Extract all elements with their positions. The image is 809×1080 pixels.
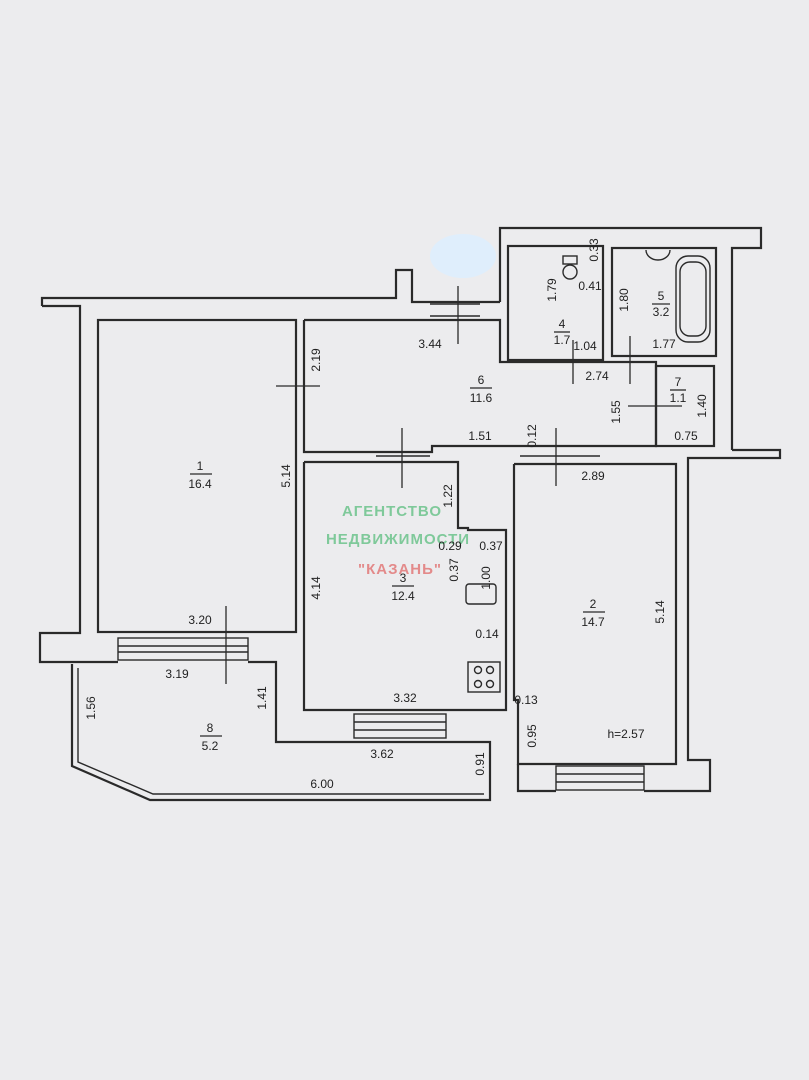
dim-1-04: 1.04 [573, 339, 597, 353]
room-2-area: 14.7 [581, 615, 605, 629]
room-3-outline [302, 460, 508, 712]
dim-2-89: 2.89 [581, 469, 605, 483]
watermark: АГЕНТСТВО НЕДВИЖИМОСТИ "КАЗАНЬ" [326, 503, 470, 578]
dim-2-74: 2.74 [585, 369, 609, 383]
watermark-line1: АГЕНТСТВО [342, 503, 442, 520]
room-5-outline [610, 246, 718, 358]
room-7-area: 1.1 [670, 391, 687, 405]
stove-icon [467, 661, 501, 693]
dim-0-14: 0.14 [475, 627, 499, 641]
outer-walls [38, 226, 782, 802]
room-4-number: 4 [559, 317, 566, 331]
dim-0-29: 0.29 [438, 539, 462, 553]
dim-1-51: 1.51 [468, 429, 492, 443]
dim-0-41: 0.41 [578, 279, 602, 293]
room-3-area: 12.4 [391, 589, 415, 603]
dimension-labels: 3.44 3.20 3.19 3.62 6.00 0.41 1.04 1.77 … [84, 238, 709, 791]
ceiling-height: h=2.57 [607, 727, 644, 741]
fixtures [465, 249, 711, 693]
dim-1-79: 1.79 [545, 278, 559, 302]
dim-1-55: 1.55 [609, 400, 623, 424]
room-6-number: 6 [478, 373, 485, 387]
room-4-outline [506, 244, 605, 362]
room-1-number: 1 [197, 459, 204, 473]
dim-0-91: 0.91 [473, 752, 487, 776]
dim-3-44: 3.44 [418, 337, 442, 351]
room-3-number: 3 [400, 571, 407, 585]
watermark-line2: НЕДВИЖИМОСТИ [326, 531, 470, 548]
room-4-area: 1.7 [554, 333, 571, 347]
blue-smudge [430, 234, 496, 278]
bathtub-icon [675, 255, 711, 343]
room-2-number: 2 [590, 597, 597, 611]
windows [117, 303, 645, 791]
dim-2-19: 2.19 [309, 348, 323, 372]
dim-1-80: 1.80 [617, 288, 631, 312]
room-6-area: 11.6 [470, 391, 493, 405]
dim-1-00: 1.00 [479, 566, 493, 590]
kitchen-sink-icon [465, 583, 497, 605]
dim-3-19: 3.19 [165, 667, 189, 681]
room-8-number: 8 [207, 721, 214, 735]
dimension-ticks [225, 286, 682, 684]
room-8-area: 5.2 [202, 739, 219, 753]
dim-0-37-b: 0.37 [447, 558, 461, 582]
dim-3-32: 3.32 [393, 691, 417, 705]
dim-1-77: 1.77 [652, 337, 676, 351]
room-2-outline [512, 462, 678, 766]
dim-0-75: 0.75 [674, 429, 698, 443]
dim-0-33: 0.33 [587, 238, 601, 262]
room-labels: 1 16.4 2 14.7 3 12.4 4 1.7 5 3.2 6 11.6 … [188, 289, 686, 753]
dim-4-14: 4.14 [309, 576, 323, 600]
dim-1-41: 1.41 [255, 686, 269, 710]
room-1-area: 16.4 [188, 477, 212, 491]
dim-0-37-a: 0.37 [479, 539, 503, 553]
toilet-icon [562, 264, 578, 280]
dim-1-56: 1.56 [84, 696, 98, 720]
dim-1-40: 1.40 [695, 394, 709, 418]
room-1-outline [96, 318, 298, 634]
dim-3-62: 3.62 [370, 747, 394, 761]
watermark-line3: "КАЗАНЬ" [358, 561, 442, 578]
dim-6-00: 6.00 [310, 777, 334, 791]
dim-0-13: 0.13 [514, 693, 538, 707]
dim-5-14-a: 5.14 [279, 464, 293, 488]
room-5-number: 5 [658, 289, 665, 303]
room-7-number: 7 [675, 375, 682, 389]
dim-1-22: 1.22 [441, 484, 455, 508]
dim-3-20: 3.20 [188, 613, 212, 627]
dim-0-95: 0.95 [525, 724, 539, 748]
dim-5-14-b: 5.14 [653, 600, 667, 624]
dim-0-12: 0.12 [525, 424, 539, 448]
sink-icon [645, 249, 671, 261]
room-5-area: 3.2 [653, 305, 670, 319]
